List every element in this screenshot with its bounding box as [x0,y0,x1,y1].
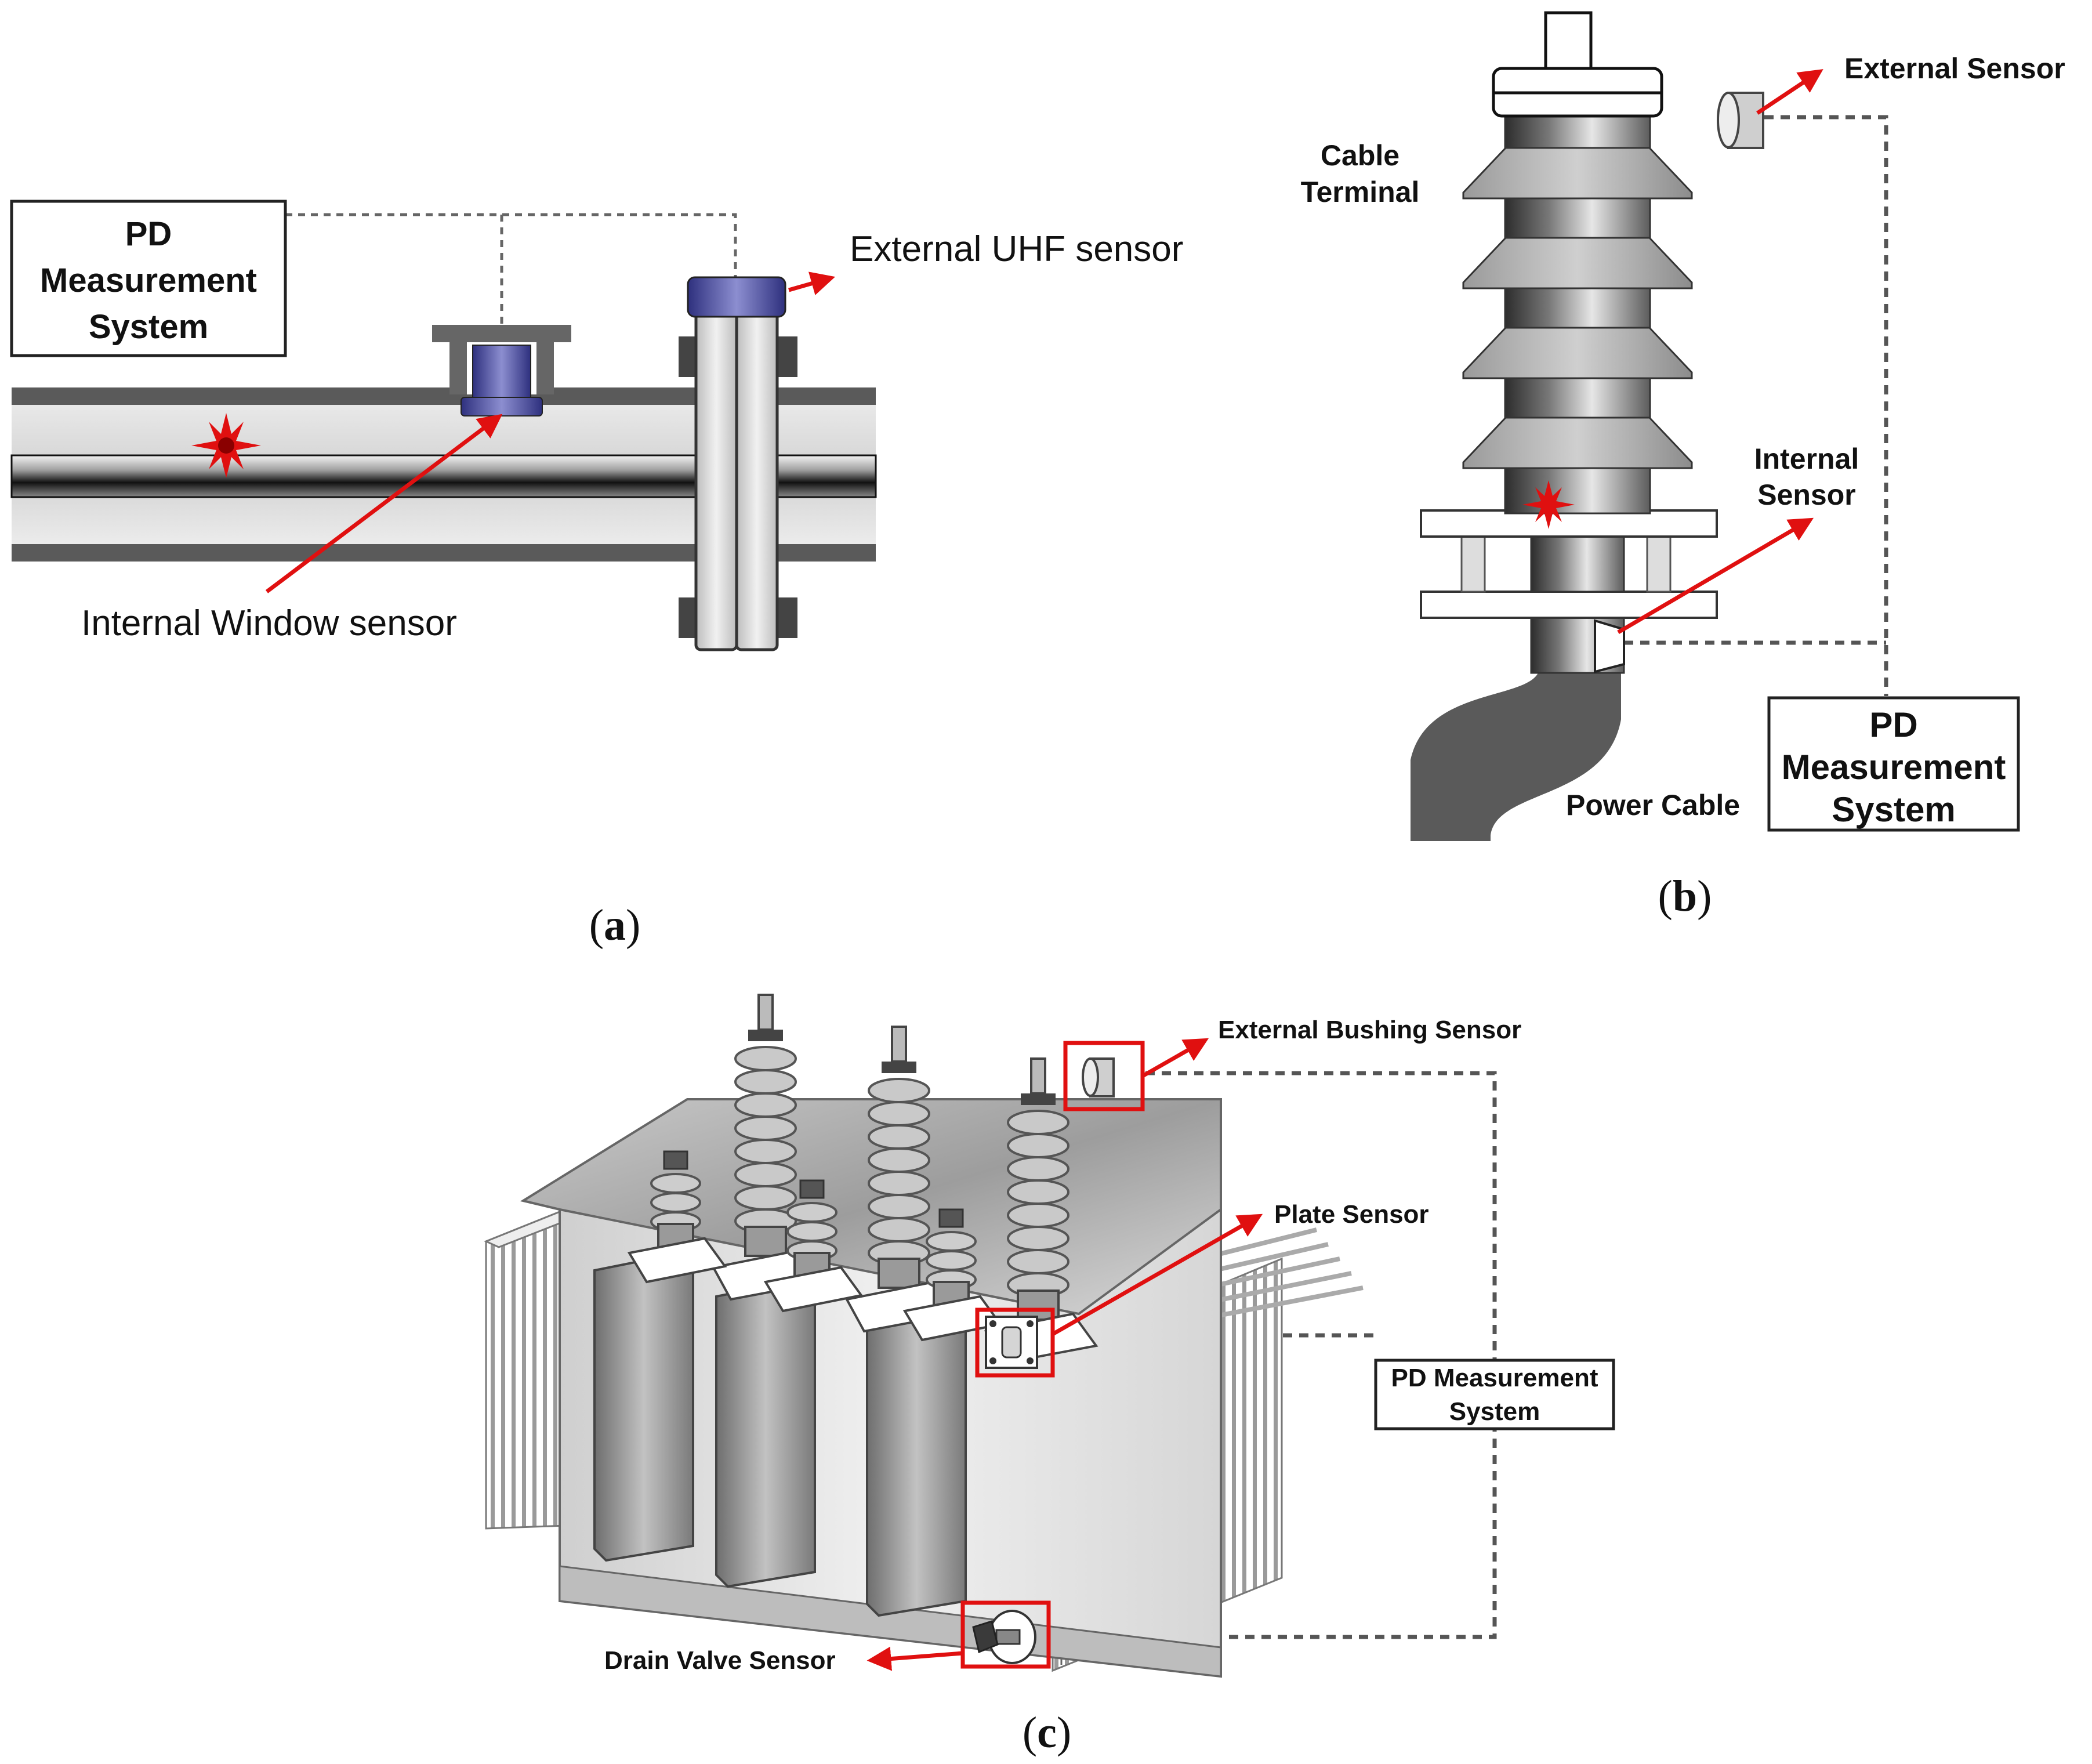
external-uhf-sensor [687,276,786,318]
terminal-lower-flange [1420,591,1718,619]
label-external-uhf-sensor: External UHF sensor [850,229,1183,269]
pd-box-c-line-2: System [1449,1397,1540,1426]
arrow-plate-sensor [1052,1214,1263,1336]
internal-sensor-b [1594,619,1625,673]
pd-box-b-line-2: Measurement [1782,748,2006,787]
label-external-sensor: External Sensor [1844,52,2065,85]
panel-b: External Sensor Cable Terminal Internal … [1301,11,2065,921]
pipe-flange [679,311,797,651]
pd-source-star-b [1522,480,1575,529]
caption-c: (c) [1023,1708,1071,1757]
connection-dash-external [285,213,737,277]
power-cable [1411,643,1621,841]
label-internal-window-sensor: Internal Window sensor [81,603,457,643]
connection-dash-external-sensor [1764,115,1888,696]
pd-box-a-line-2: Measurement [40,262,257,299]
label-cable-terminal-line-1: Cable [1321,139,1399,172]
terminal-upper-flange [1420,509,1718,538]
arrow-external-sensor [1756,69,1823,115]
caption-a: (a) [589,901,641,950]
label-drain-valve-sensor: Drain Valve Sensor [604,1646,836,1675]
panel-c: External Bushing Sensor Plate Sensor Dra… [484,994,1615,1757]
arrow-internal-sensor [1617,517,1814,635]
pd-box-b-line-3: System [1832,790,1955,829]
external-sensor-b [1717,92,1764,149]
cable-terminal-insulator [1462,11,1693,515]
highlight-plate-sensor [975,1307,1055,1378]
pd-measurement-box-a [10,200,287,357]
pd-box-a-line-3: System [89,308,208,346]
arrow-internal-window [265,414,503,593]
arrow-external-uhf [788,271,836,295]
external-bushing-sensor [1082,1057,1115,1097]
highlight-drain-valve-sensor [960,1600,1051,1669]
arrow-bushing-sensor [1141,1038,1209,1078]
pd-box-a-line-1: PD [125,215,172,253]
label-internal-sensor-line-1: Internal [1754,443,1859,475]
plate-sensor [985,1316,1038,1369]
label-external-bushing-sensor: External Bushing Sensor [1218,1016,1521,1044]
label-internal-sensor-line-2: Sensor [1757,479,1856,511]
pd-box-c-line-1: PD Measurement [1391,1364,1598,1392]
pd-measurement-box-c [1374,1359,1615,1430]
pd-measurement-box-b [1767,696,2020,832]
pd-box-b-line-1: PD [1869,705,1917,744]
caption-b: (b) [1658,872,1712,921]
arrow-drain-valve-sensor [866,1646,963,1671]
drain-valve-sensor [972,1610,1036,1664]
label-plate-sensor: Plate Sensor [1274,1200,1429,1229]
label-cable-terminal-line-2: Terminal [1301,176,1420,208]
tank-front-boxes [593,1251,967,1617]
panel-a: PD Measurement System [10,200,1183,950]
radiator-left [484,1208,583,1530]
label-power-cable: Power Cable [1566,789,1740,821]
